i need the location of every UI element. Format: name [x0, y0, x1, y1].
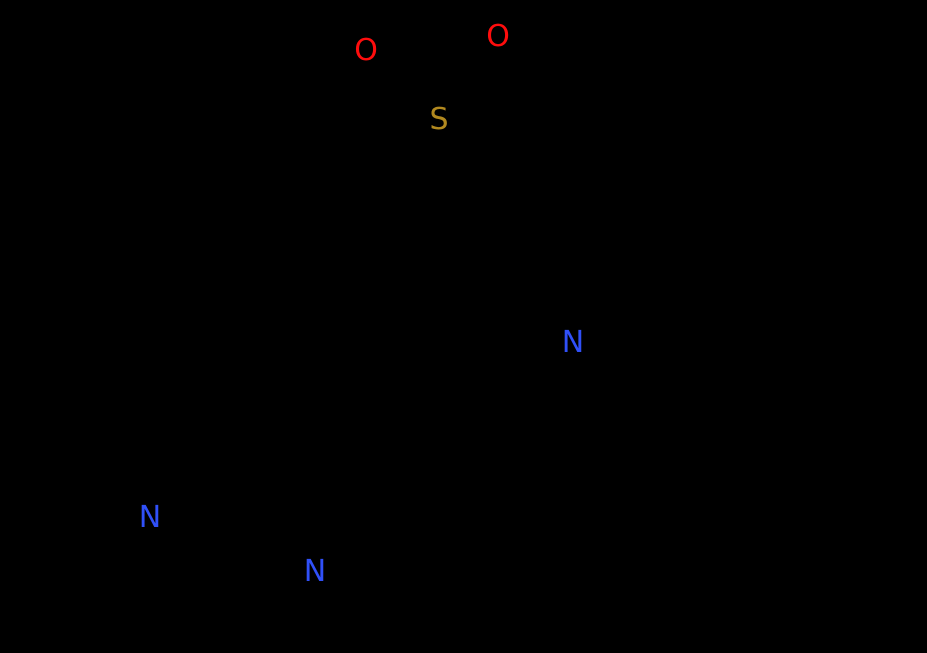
atom-nitrogen-3: N	[303, 554, 327, 589]
atom-oxygen-1: O	[354, 33, 378, 68]
atom-nitrogen-1: N	[561, 325, 585, 360]
atom-nitrogen-2: N	[138, 500, 162, 535]
atom-oxygen-2: O	[486, 19, 510, 54]
atom-sulfur: S	[429, 102, 449, 137]
